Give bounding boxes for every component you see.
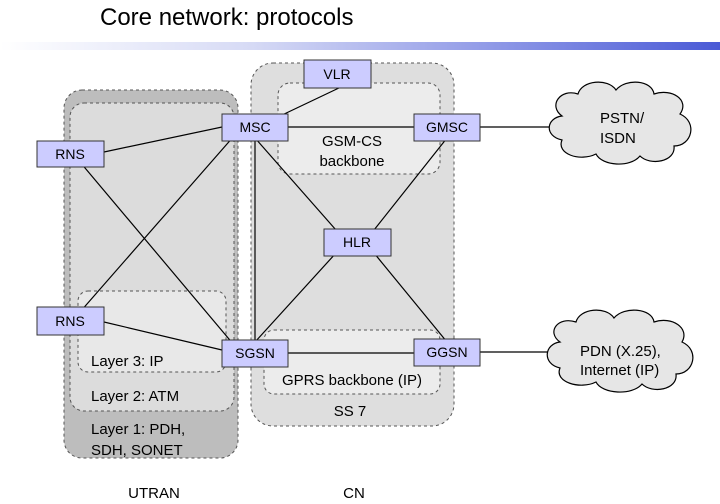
- title-gradient-bar: [0, 42, 720, 50]
- layer1-label-line1: Layer 1: PDH,: [91, 421, 185, 438]
- utran-caption: UTRAN: [128, 485, 180, 502]
- links: [79, 86, 555, 354]
- link-hlr-ggsn: [373, 252, 448, 343]
- sgsn-node: [221, 339, 289, 368]
- ggsn-node: [413, 338, 481, 367]
- layer2-label: Layer 2: ATM: [91, 388, 179, 405]
- msc-node: [221, 113, 289, 142]
- rns-top-label: RNS: [55, 146, 85, 162]
- gsm-cs-label-line1: GSM-CS: [322, 133, 382, 150]
- hlr-node: [323, 228, 392, 257]
- link-msc-hlr: [254, 137, 337, 231]
- gmsc-label: GMSC: [426, 119, 468, 135]
- pdn-label-line1: PDN (X.25),: [580, 343, 661, 360]
- cn-caption: CN: [343, 485, 365, 502]
- pdn-label-line2: Internet (IP): [580, 362, 659, 379]
- rns-bottom-label: RNS: [55, 313, 85, 329]
- link-rns-top-msc: [103, 126, 223, 153]
- link-gmsc-hlr: [373, 137, 448, 231]
- msc-label: MSC: [239, 119, 270, 135]
- link-msc-vlr: [279, 86, 342, 117]
- rns-top-node: [36, 140, 105, 168]
- pstn-label-line2: ISDN: [600, 130, 636, 147]
- link-rns-bottom-msc: [79, 135, 235, 313]
- pdn-internet-cloud: [546, 309, 694, 393]
- hlr-label: HLR: [343, 234, 371, 250]
- layer3-label: Layer 3: IP: [91, 353, 164, 370]
- link-rns-bottom-sgsn: [103, 321, 223, 351]
- sgsn-label: SGSN: [235, 345, 275, 361]
- ss7-label: SS 7: [334, 403, 367, 420]
- layer1-label-line2: SDH, SONET: [91, 442, 183, 459]
- nodes: [36, 59, 481, 368]
- utran-layer3-region: [77, 290, 227, 373]
- link-hlr-sgsn: [254, 252, 337, 343]
- gprs-backbone-label: GPRS backbone (IP): [282, 372, 422, 389]
- link-rns-top-sgsn: [79, 161, 235, 346]
- gmsc-node: [413, 113, 481, 142]
- ggsn-label: GGSN: [426, 344, 467, 360]
- pstn-isdn-cloud: [548, 81, 692, 165]
- gsm-cs-label-line2: backbone: [319, 153, 384, 170]
- pstn-label-line1: PSTN/: [600, 110, 645, 127]
- slide-title: Core network: protocols: [100, 4, 354, 31]
- vlr-node: [303, 59, 372, 89]
- rns-bottom-node: [36, 306, 105, 336]
- vlr-label: VLR: [323, 66, 350, 82]
